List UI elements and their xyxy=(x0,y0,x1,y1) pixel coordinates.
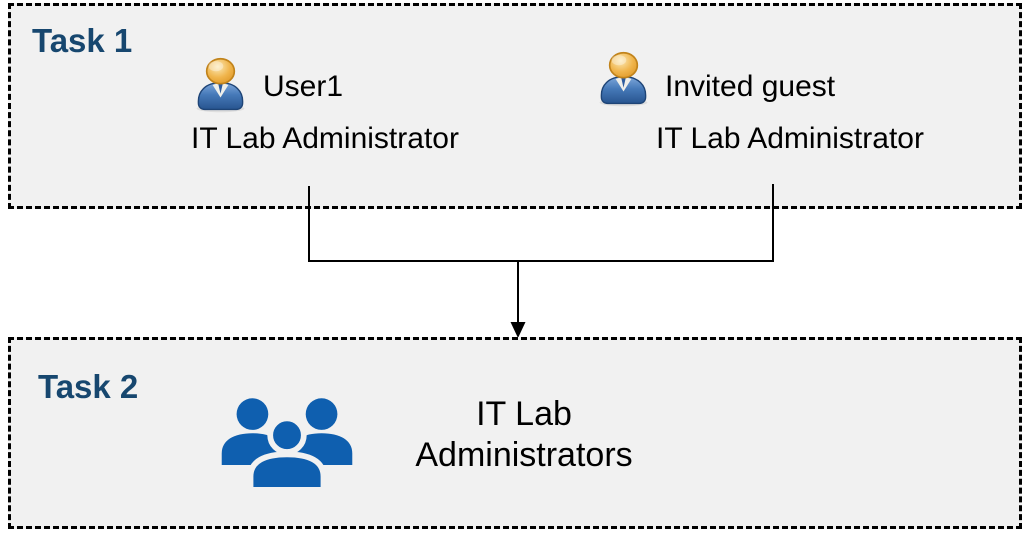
task1-label: Task 1 xyxy=(32,22,133,59)
task2-label: Task 2 xyxy=(38,368,139,405)
member-role: IT Lab Administrator xyxy=(191,122,459,155)
arrow-down-icon xyxy=(510,322,526,338)
member-name: User1 xyxy=(263,70,344,103)
member-name: Invited guest xyxy=(665,70,836,103)
person-icon xyxy=(599,51,648,107)
group-name-line1: IT Lab xyxy=(476,395,572,433)
group-name: IT Lab Administrators xyxy=(404,394,644,476)
people-group-icon xyxy=(221,398,353,488)
task1-box xyxy=(8,3,1022,209)
person-icon xyxy=(196,57,245,113)
group-name-line2: Administrators xyxy=(415,436,633,474)
task2-box xyxy=(8,337,1022,529)
member-role: IT Lab Administrator xyxy=(656,122,924,155)
